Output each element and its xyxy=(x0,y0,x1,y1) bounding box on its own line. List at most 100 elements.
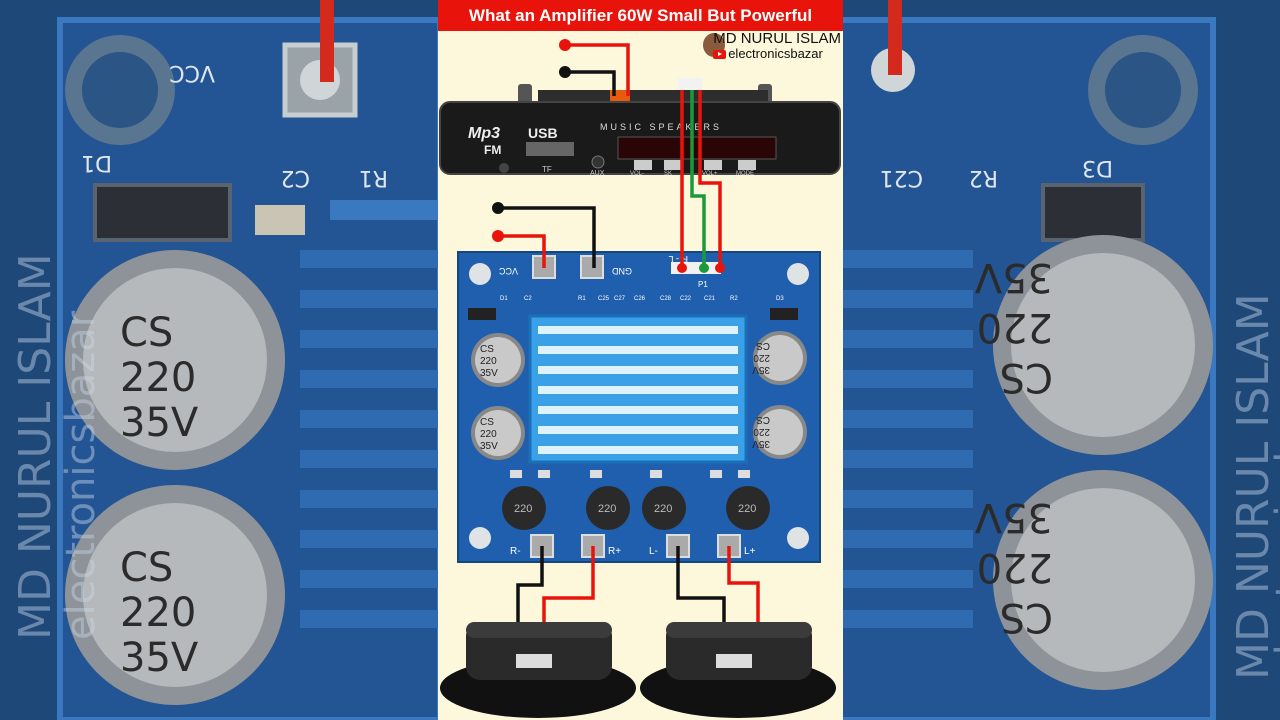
board-cap-tr-220: 220 xyxy=(753,352,770,363)
left-cap2-text-35v: 35V xyxy=(120,635,199,681)
left-label-vcc: VCC xyxy=(169,60,215,85)
youtube-icon xyxy=(713,50,727,60)
left-cap-text-35v: 35V xyxy=(120,400,199,446)
board-cap-br-220: 220 xyxy=(753,426,770,437)
left-background-panel: MD NURUL ISLAM electronicsbazar VCC D1 C… xyxy=(0,0,438,720)
mp3-gnd-terminal xyxy=(559,66,571,78)
board-inductor-4 xyxy=(726,486,770,530)
page-title: What an Amplifier 60W Small But Powerful xyxy=(438,0,843,31)
mp3-music-speakers-label: MUSIC SPEAKERS xyxy=(600,122,722,132)
amplifier-board: VCC GND R - L P1 D1 C2 R1 C25 C27 C26 C2… xyxy=(457,251,821,563)
mp3-power-wires xyxy=(559,39,630,96)
board-top-label-c22: C22 xyxy=(680,296,692,302)
left-cap2-text-220: 220 xyxy=(120,590,197,636)
board-output-label-l-minus: L- xyxy=(649,546,658,557)
board-top-label-r1: R1 xyxy=(578,296,586,302)
speaker-left-channel xyxy=(640,622,836,718)
left-label-r1: R1 xyxy=(358,165,388,190)
diagram-svg: Mp3 USB FM TF AUX MUSIC SPEAKERS VOL- SK… xyxy=(439,39,841,718)
board-output-label-r-plus: R+ xyxy=(608,546,621,557)
board-inductor-1-label: 220 xyxy=(514,503,532,515)
board-output-label-l-plus: L+ xyxy=(744,546,756,557)
right-label-c21: C21 xyxy=(879,165,923,190)
left-label-d1: D1 xyxy=(81,150,112,175)
right-label-d3: D3 xyxy=(1082,155,1113,180)
right-cap-text-35v: 35V xyxy=(974,254,1053,300)
right-cap-text-cs: CS xyxy=(999,354,1053,400)
mp3-button-vol-plus[interactable] xyxy=(704,160,722,170)
board-diode-d1 xyxy=(468,308,496,320)
board-cap-tl-cs: CS xyxy=(480,344,494,355)
mp3-button-skip[interactable] xyxy=(664,160,682,170)
board-inductor-2 xyxy=(586,486,630,530)
bluetooth-icon xyxy=(499,163,509,173)
board-cap-bl-35v: 35V xyxy=(480,441,498,452)
amp-power-wires xyxy=(492,202,596,268)
right-label-r2: R2 xyxy=(968,165,998,190)
board-cap-br-cs: CS xyxy=(756,414,770,425)
board-inductor-1 xyxy=(502,486,546,530)
board-inductor-4-label: 220 xyxy=(738,503,756,515)
right-cap2-text-cs: CS xyxy=(999,594,1053,640)
author-name: MD NURUL ISLAM xyxy=(713,30,841,47)
author-credit: MD NURUL ISLAM electronicsbazar xyxy=(713,31,841,61)
board-top-label-c21: C21 xyxy=(704,296,716,302)
board-top-label-c25: C25 xyxy=(598,296,610,302)
board-top-label-c27: C27 xyxy=(614,296,626,302)
speaker-right-channel xyxy=(440,622,636,718)
board-top-label-c2: C2 xyxy=(524,296,532,302)
mp3-tf-label: TF xyxy=(542,165,552,174)
board-capacitor-bottom-right xyxy=(757,409,803,455)
board-gnd-terminal xyxy=(580,255,604,279)
left-cap2-text-cs: CS xyxy=(120,545,174,591)
board-capacitor-top-right xyxy=(757,335,803,381)
board-top-label-c28: C28 xyxy=(660,296,672,302)
board-cap-tr-cs: CS xyxy=(756,340,770,351)
left-background-graphic xyxy=(0,0,438,720)
mp3-button-label-mode: MODE xyxy=(736,171,754,177)
board-cap-tl-220: 220 xyxy=(480,356,497,367)
board-output-label-r-minus: R- xyxy=(510,546,521,557)
board-label-vcc: VCC xyxy=(498,266,518,276)
right-watermark-handle: electronicsbazar xyxy=(1268,350,1280,680)
right-cap2-text-220: 220 xyxy=(976,544,1053,590)
left-cap-text-220: 220 xyxy=(120,355,197,401)
board-top-label-r2: R2 xyxy=(730,296,738,302)
left-watermark-name: MD NURUL ISLAM xyxy=(10,253,61,640)
mp3-brand-mp3: Mp3 xyxy=(468,125,500,142)
board-cap-tr-35v: 35V xyxy=(752,364,770,375)
aux-jack xyxy=(591,155,605,169)
amp-vcc-input-terminal xyxy=(492,230,504,242)
left-watermark-handle: electronicsbazar xyxy=(58,310,104,640)
mp3-brand-usb: USB xyxy=(528,125,558,141)
board-cap-bl-220: 220 xyxy=(480,429,497,440)
mp3-button-label-sk: SK xyxy=(664,171,672,177)
board-top-label-d3: D3 xyxy=(776,296,784,302)
board-label-p1: P1 xyxy=(698,280,708,289)
amp-gnd-input-terminal xyxy=(492,202,504,214)
audio-signal-wires xyxy=(677,78,725,273)
board-cap-bl-cs: CS xyxy=(480,417,494,428)
author-handle: electronicsbazar xyxy=(713,46,841,61)
board-label-input: R - L xyxy=(668,254,688,264)
board-inductor-2-label: 220 xyxy=(598,503,616,515)
mp3-aux-label: AUX xyxy=(590,170,605,177)
mp3-button-vol-minus[interactable] xyxy=(634,160,652,170)
mp3-vcc-terminal xyxy=(559,39,571,51)
board-cap-br-35v: 35V xyxy=(752,438,770,449)
board-inductor-3-label: 220 xyxy=(654,503,672,515)
wiring-diagram-panel: What an Amplifier 60W Small But Powerful… xyxy=(438,0,843,720)
board-top-label-d1: D1 xyxy=(500,296,508,302)
board-inductor-3 xyxy=(642,486,686,530)
board-capacitor-top-left xyxy=(475,337,521,383)
mp3-button-mode[interactable] xyxy=(738,160,756,170)
right-background-graphic xyxy=(843,0,1280,720)
board-label-gnd: GND xyxy=(612,266,633,276)
board-diode-d3 xyxy=(770,308,798,320)
left-cap-text-cs: CS xyxy=(120,310,174,356)
mp3-button-label-vol-plus: VOL+ xyxy=(702,171,718,177)
author-handle-text: electronicsbazar xyxy=(728,46,823,61)
board-cap-tl-35v: 35V xyxy=(480,368,498,379)
right-background-panel: 35V 220 CS 35V 220 CS C21 R2 D3 MD NURUL… xyxy=(843,0,1280,720)
board-capacitor-bottom-left xyxy=(475,410,521,456)
